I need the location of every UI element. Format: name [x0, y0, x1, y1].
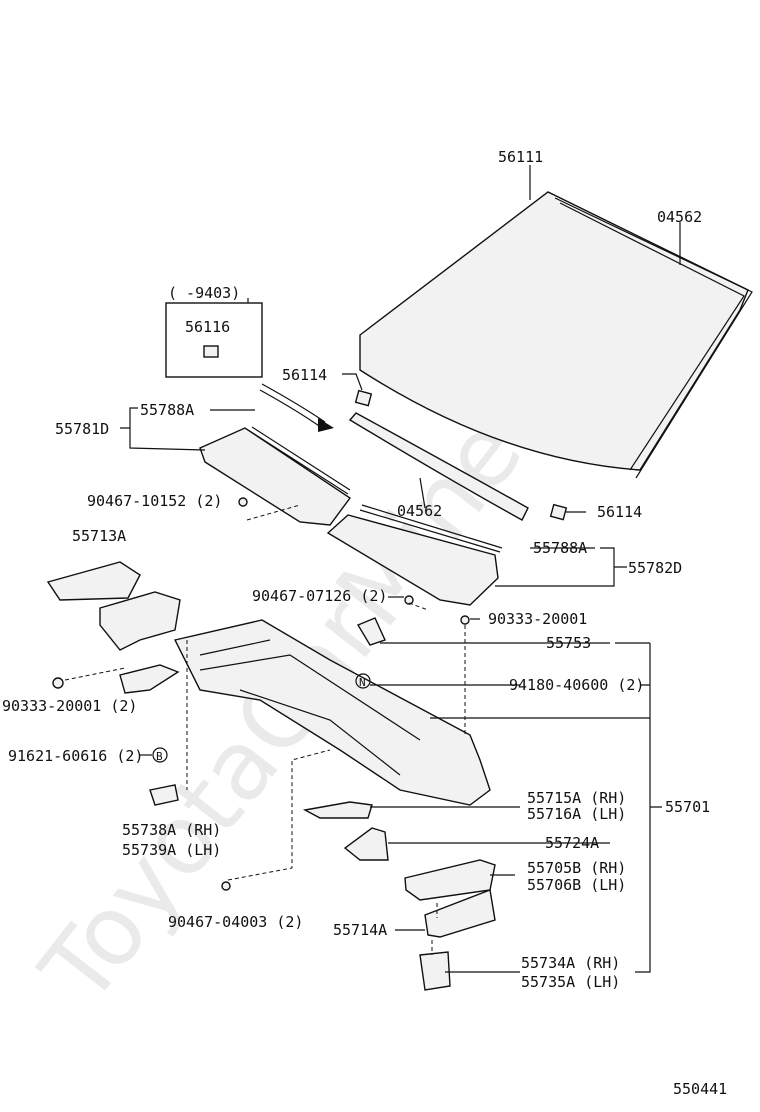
clip-90467-07126 [404, 595, 414, 605]
label-55701: 55701 [665, 798, 710, 816]
label-04562-top: 04562 [657, 208, 702, 226]
cowl-panel [173, 619, 491, 806]
louver-left-strip [247, 426, 351, 495]
diagram-id: 550441 [673, 1080, 727, 1098]
bracket-55738A [149, 784, 179, 806]
direction-arrow [259, 383, 334, 432]
stopper-right [549, 503, 568, 521]
bracket-55753 [356, 617, 386, 646]
label-55734A: 55734A (RH) [521, 954, 620, 972]
cowl-panel-detail [199, 639, 421, 776]
louver-right-strip [359, 504, 503, 553]
lower-bracket [119, 664, 180, 694]
label-55782D: 55782D [628, 559, 682, 577]
label-55735A: 55735A (LH) [521, 973, 620, 991]
label-55738A: 55738A (RH) [122, 821, 221, 839]
bracket-55734A [419, 951, 451, 991]
bracket-55715A [302, 801, 373, 819]
bracket-55724A [343, 827, 389, 861]
leader-lines [120, 165, 681, 973]
clip-90467-10152 [238, 497, 248, 507]
label-04562-mid: 04562 [397, 502, 442, 520]
label-55706B: 55706B (LH) [527, 876, 626, 894]
side-panel [46, 561, 141, 601]
label-55713A: 55713A [72, 527, 126, 545]
plug-90333-20001-left [52, 677, 64, 689]
label-90467-07126: 90467-07126 (2) [252, 587, 387, 605]
label-55788A-mid: 55788A [533, 539, 587, 557]
inset-box [165, 302, 263, 378]
label-56114-left: 56114 [282, 366, 327, 384]
label-56114-right: 56114 [597, 503, 642, 521]
n-marker-label: N [359, 676, 366, 689]
label-90467-10152: 90467-10152 (2) [87, 492, 222, 510]
louver-left [199, 427, 352, 526]
louver-right [326, 514, 499, 606]
label-90333-20001-left: 90333-20001 (2) [2, 697, 137, 715]
label-90333-20001-right: 90333-20001 [488, 610, 587, 628]
label-56111: 56111 [498, 148, 543, 166]
label-55724A: 55724A [545, 834, 599, 852]
bracket-55714A [424, 889, 496, 938]
label-94180-40600: 94180-40600 (2) [509, 676, 644, 694]
label-91621-60616: 91621-60616 (2) [8, 747, 143, 765]
label-55705B: 55705B (RH) [527, 859, 626, 877]
b-marker-circle [152, 747, 168, 763]
plug-90333-20001-right [460, 615, 470, 625]
label-55739A: 55739A (LH) [122, 841, 221, 859]
label-55715A: 55715A (RH) [527, 789, 626, 807]
label-55788A-top: 55788A [140, 401, 194, 419]
n-marker-circle [355, 673, 371, 689]
label-90467-04003: 90467-04003 (2) [168, 913, 303, 931]
b-marker-label: B [156, 750, 163, 763]
label-55781D: 55781D [55, 420, 109, 438]
windshield-glass [359, 191, 753, 479]
inset-range-label: ( -9403) [168, 284, 240, 302]
side-bracket [99, 591, 181, 651]
label-55714A: 55714A [333, 921, 387, 939]
clip-90467-04003 [221, 881, 231, 891]
lower-moulding [348, 412, 529, 521]
dashed-lines [64, 504, 466, 955]
label-55753: 55753 [546, 634, 591, 652]
stopper-left [354, 389, 373, 407]
label-55716A: 55716A (LH) [527, 805, 626, 823]
label-56116: 56116 [185, 318, 230, 336]
